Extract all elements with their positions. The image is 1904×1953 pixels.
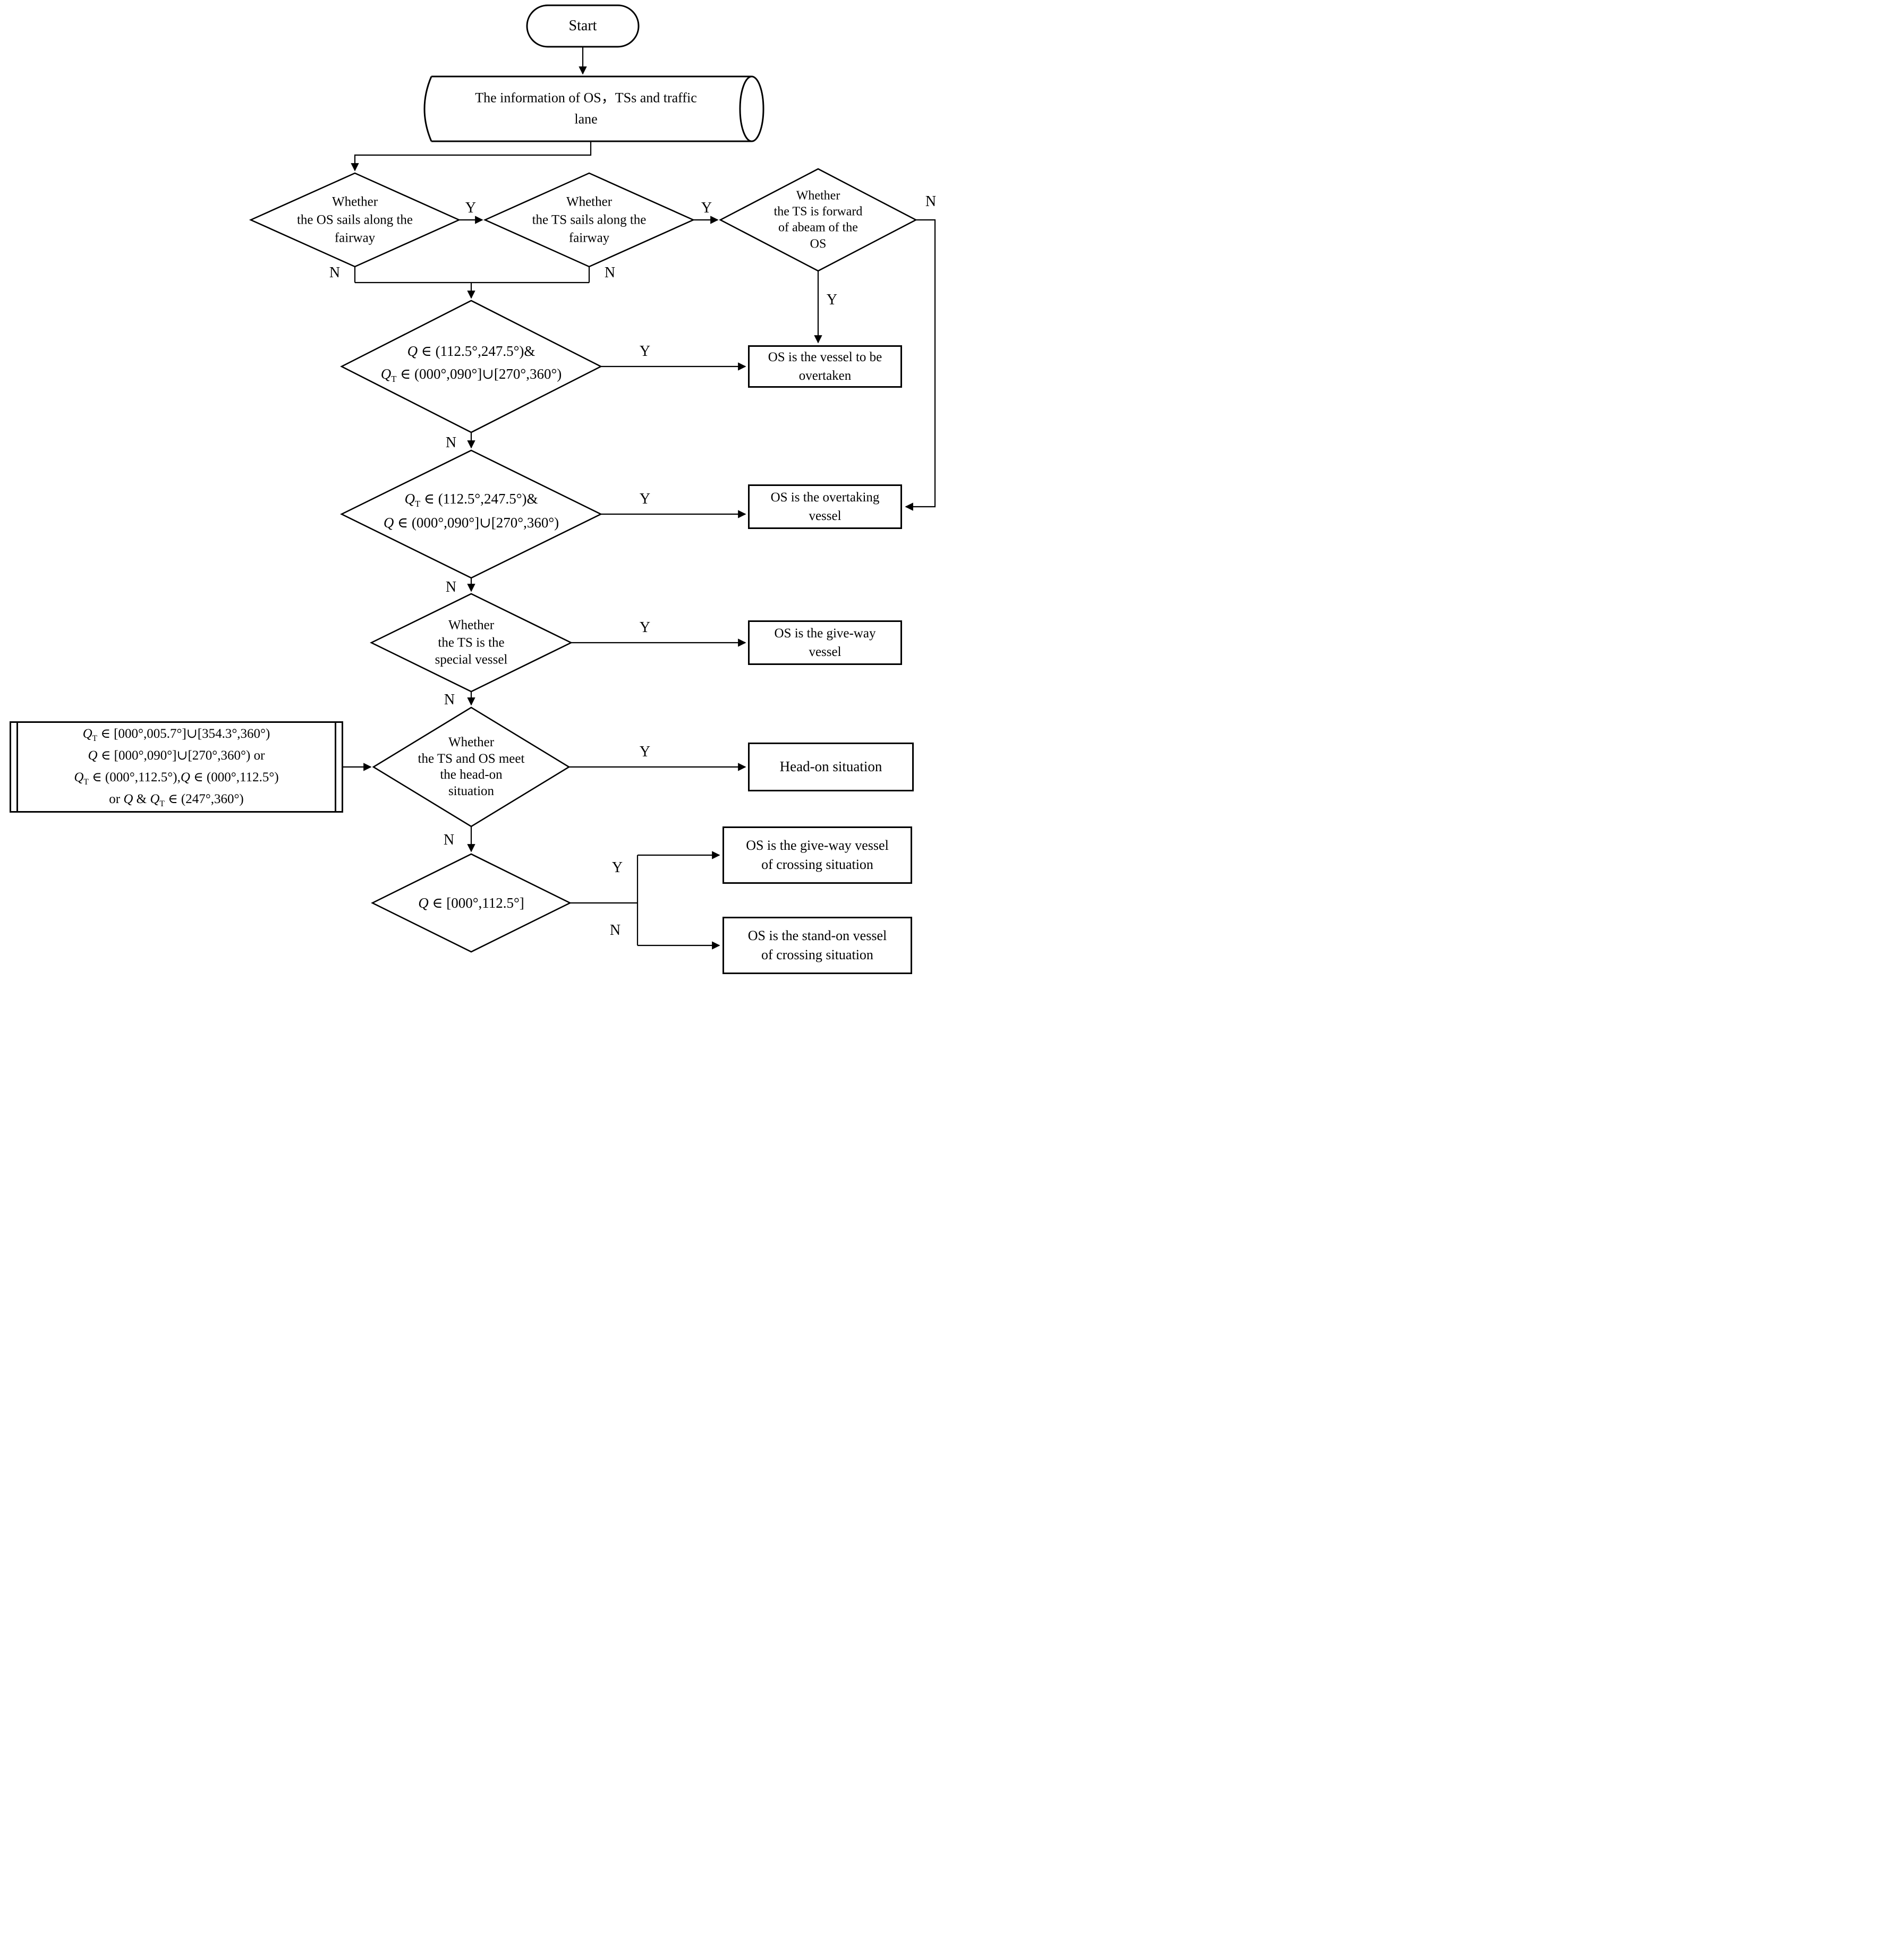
label-no-os-fairway: N bbox=[329, 265, 341, 281]
edge-ts-forward-abeam-no bbox=[905, 219, 936, 511]
result-giveway-label: OS is the give-way vessel bbox=[774, 626, 876, 659]
flowchart-canvas: Start The information of OS，TSs and traf… bbox=[0, 0, 952, 977]
result-overtaking-label: OS is the overtaking vessel bbox=[770, 490, 880, 523]
label-yes-q-overtaken: Y bbox=[639, 343, 651, 360]
input-cylinder-shape bbox=[423, 75, 764, 142]
decision-q-overtaken-label: Q ∈ (112.5°,247.5°)& QT ∈ (000°,090°]∪[2… bbox=[380, 343, 562, 385]
label-no-headon: N bbox=[443, 832, 455, 848]
decision-ts-forward-abeam-label: Whether the TS is forward of abeam of th… bbox=[774, 189, 863, 251]
label-yes-q-crossing: Y bbox=[611, 859, 623, 876]
headon-condition-label: QT ∈ [000°,005.7°]∪[354.3°,360°) Q ∈ [00… bbox=[74, 726, 279, 808]
double-bar-left bbox=[16, 723, 18, 811]
flowchart-shapes bbox=[249, 4, 936, 953]
decision-ts-special-label: Whether the TS is the special vessel bbox=[435, 618, 508, 667]
decision-os-fairway-label: Whether the OS sails along the fairway bbox=[296, 194, 413, 245]
label-yes-headon: Y bbox=[639, 744, 651, 760]
result-headon-label: Head-on situation bbox=[779, 758, 882, 775]
label-yes-q-overtaking: Y bbox=[639, 491, 651, 507]
label-no-q-overtaken: N bbox=[445, 434, 457, 451]
label-yes-ts-special: Y bbox=[639, 619, 651, 636]
result-overtaking-box: OS is the overtaking vessel bbox=[748, 484, 902, 529]
decision-ts-fairway-label: Whether the TS sails along the fairway bbox=[532, 194, 647, 245]
start-label: Start bbox=[568, 18, 597, 35]
label-no-ts-fairway: N bbox=[604, 265, 616, 281]
label-yes-ts-fairway: Y bbox=[701, 200, 712, 216]
input-info-label: The information of OS，TSs and traffic la… bbox=[475, 90, 697, 127]
edge-input-to-os-fairway bbox=[351, 141, 592, 172]
result-cross-standon-box: OS is the stand-on vessel of crossing si… bbox=[722, 917, 912, 974]
label-no-q-overtaking: N bbox=[445, 579, 457, 595]
decision-headon-label: Whether the TS and OS meet the head-on s… bbox=[418, 735, 525, 798]
result-giveway-box: OS is the give-way vessel bbox=[748, 620, 902, 665]
label-yes-ts-forward-abeam: Y bbox=[826, 292, 838, 308]
label-yes-os-fairway: Y bbox=[465, 200, 477, 216]
double-bar-right bbox=[335, 723, 336, 811]
result-overtaken-box: OS is the vessel to be overtaken bbox=[748, 345, 902, 388]
edge-no-merge-line bbox=[354, 267, 590, 284]
label-no-ts-special: N bbox=[444, 692, 455, 708]
headon-condition-box bbox=[10, 721, 343, 813]
result-cross-standon-label: OS is the stand-on vessel of crossing si… bbox=[747, 927, 887, 962]
result-overtaken-label: OS is the vessel to be overtaken bbox=[768, 350, 882, 383]
result-cross-giveway-label: OS is the give-way vessel of crossing si… bbox=[746, 837, 889, 872]
label-no-q-crossing: N bbox=[609, 922, 621, 939]
label-no-ts-forward-abeam: N bbox=[925, 193, 937, 210]
decision-q-crossing-label: Q ∈ [000°,112.5°] bbox=[418, 894, 524, 911]
result-headon-box: Head-on situation bbox=[748, 743, 914, 791]
decision-q-overtaking-label: QT ∈ (112.5°,247.5°)& Q ∈ (000°,090°]∪[2… bbox=[383, 490, 559, 531]
result-cross-giveway-box: OS is the give-way vessel of crossing si… bbox=[722, 826, 912, 884]
